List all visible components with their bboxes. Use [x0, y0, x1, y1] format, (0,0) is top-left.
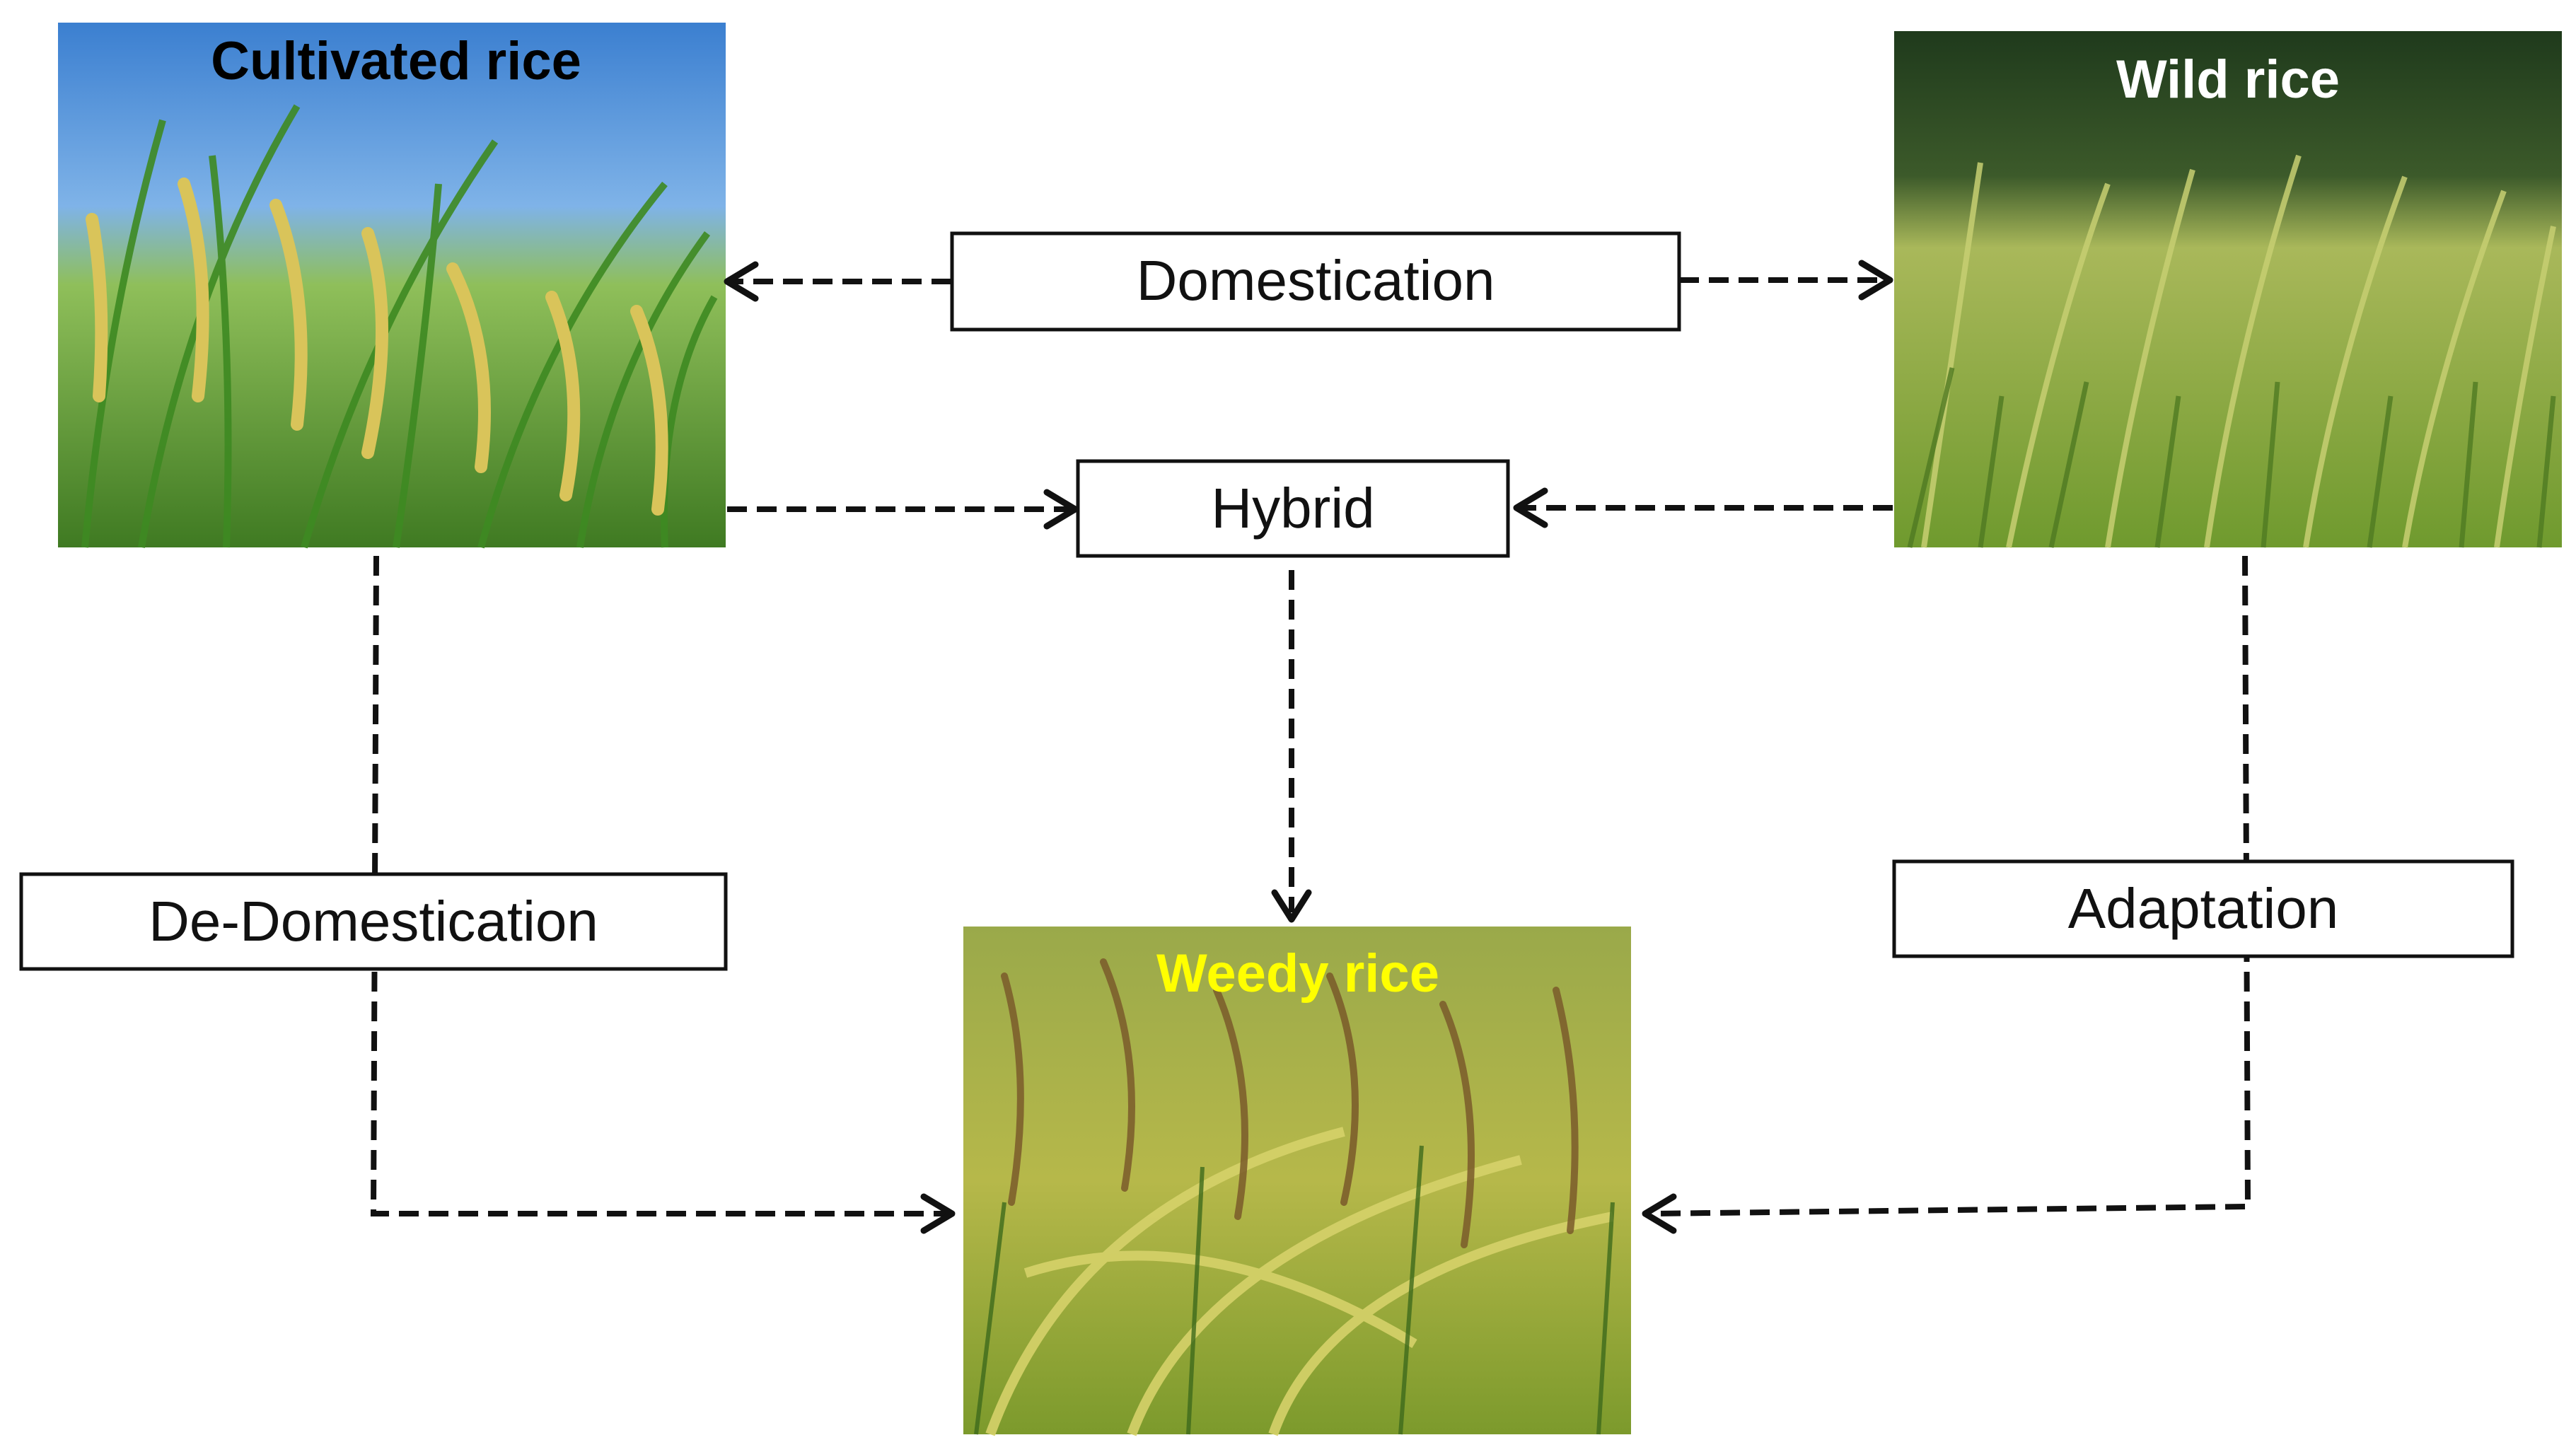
arrowhead-weedy-from-adaptation: [1642, 1193, 1677, 1234]
cultivated-rice-photo: Cultivated rice: [58, 23, 726, 549]
arrowhead-wild-domestication: [1858, 260, 1893, 301]
arrowhead-weedy-from-hybrid: [1271, 889, 1312, 923]
de-domestication-label: De-Domestication: [149, 890, 598, 953]
wild-rice-title: Wild rice: [2116, 50, 2340, 110]
arrowhead-cultivated-domestication: [724, 261, 759, 302]
weedy-rice-title: Weedy rice: [1156, 943, 1439, 1004]
weedy-rice-photo: Weedy rice: [963, 927, 1631, 1436]
connector-cultivated-to-weedy: [370, 555, 946, 1216]
arrowhead-weedy-from-dedomestication: [920, 1193, 956, 1234]
arrowhead-hybrid-from-wild: [1513, 487, 1548, 528]
adaptation-label: Adaptation: [2068, 877, 2339, 940]
connector-wild-to-weedy: [1650, 555, 2251, 1216]
wild-rice-photo: Wild rice: [1894, 31, 2562, 548]
de-domestication-box: De-Domestication: [19, 872, 728, 971]
arrowhead-hybrid-from-cultivated: [1043, 489, 1079, 530]
domestication-label: Domestication: [1137, 249, 1495, 312]
adaptation-box: Adaptation: [1892, 859, 2514, 958]
cultivated-rice-title: Cultivated rice: [211, 31, 581, 91]
domestication-box: Domestication: [950, 231, 1681, 332]
hybrid-box: Hybrid: [1076, 459, 1510, 558]
hybrid-label: Hybrid: [1211, 477, 1374, 540]
